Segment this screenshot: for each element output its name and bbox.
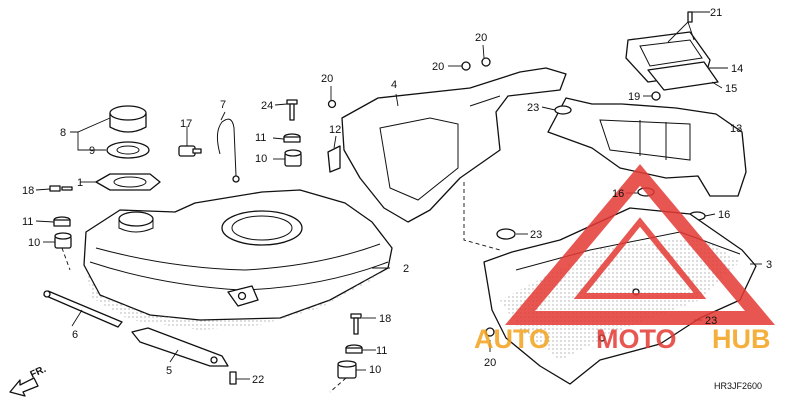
callout-9: 9 (89, 145, 95, 157)
callout-10-lower: 10 (369, 364, 381, 376)
collar-11-mid (283, 133, 301, 143)
bracket-4 (327, 57, 567, 223)
callout-6: 6 (72, 329, 78, 341)
gasket-15 (647, 61, 719, 91)
callout-19: 19 (628, 91, 640, 103)
callout-24: 24 (261, 100, 273, 112)
leader-lines (35, 11, 762, 393)
callout-1: 1 (77, 177, 83, 189)
callout-17: 17 (180, 118, 192, 130)
rubber-10-left (54, 232, 72, 249)
callout-14: 14 (731, 63, 743, 75)
front-arrow-icon (9, 377, 39, 397)
callout-20-a: 20 (321, 73, 333, 85)
watermark-triangle-icon (504, 164, 776, 325)
rubber-10-lower (337, 360, 357, 379)
callout-20-c: 20 (475, 32, 487, 44)
sensor-17 (178, 145, 202, 157)
bolt-18-lower (350, 313, 362, 335)
callout-12: 12 (329, 124, 341, 136)
callout-4: 4 (391, 79, 397, 91)
callout-7: 7 (220, 99, 226, 111)
callout-23-mid: 23 (530, 229, 542, 241)
front-direction-indicator: FR. (9, 364, 48, 397)
callout-18-lower: 18 (379, 313, 391, 325)
collar-11-lower (345, 344, 363, 354)
callout-10-mid: 10 (255, 153, 267, 165)
bolt-18-left (49, 185, 73, 192)
callout-15: 15 (725, 83, 737, 95)
callout-20-b: 20 (432, 61, 444, 73)
breather-hose (216, 118, 240, 183)
callout-21: 21 (710, 7, 722, 19)
callout-8: 8 (60, 127, 66, 139)
callout-11-lower: 11 (376, 345, 387, 357)
callout-23-upper: 23 (527, 102, 539, 114)
cap-gasket (106, 141, 150, 159)
rubber-10-mid (284, 149, 302, 167)
callout-10-left: 10 (28, 237, 40, 249)
callout-3: 3 (766, 259, 772, 271)
reference-code: HR3JF2600 (714, 381, 762, 391)
callout-2: 2 (403, 263, 409, 275)
grommet-23-mid (496, 228, 516, 240)
watermark-text-auto: AUTO (474, 324, 550, 354)
front-label: FR. (29, 364, 48, 381)
callout-5: 5 (166, 365, 172, 377)
fuel-cap (109, 105, 147, 133)
stay-5 (131, 327, 229, 367)
callout-16-left: 16 (612, 188, 624, 200)
callout-13: 13 (730, 123, 742, 135)
callout-23-lower: 23 (705, 315, 717, 327)
stay-12 (327, 145, 341, 173)
callout-11-left: 11 (22, 216, 33, 228)
callout-22: 22 (252, 374, 264, 386)
filler-ring (95, 173, 161, 191)
watermark: AUTO MOTO HUB (474, 164, 776, 354)
fuel-tank (83, 189, 393, 330)
callout-16-right: 16 (718, 209, 730, 221)
bolt-24 (286, 99, 298, 121)
band-6 (43, 290, 123, 328)
callout-11-mid: 11 (255, 132, 266, 144)
watermark-text-moto: MOTO (596, 324, 677, 354)
callout-labels: 2 1 8 9 7 17 18 11 10 24 11 10 6 5 22 18… (22, 7, 772, 391)
callout-20-d: 20 (484, 357, 496, 369)
callout-18-left: 18 (22, 185, 34, 197)
collar-11-left (53, 216, 71, 227)
watermark-text-hub: HUB (712, 324, 771, 354)
clip-22 (229, 371, 237, 385)
grommet-23-upper (554, 105, 572, 115)
